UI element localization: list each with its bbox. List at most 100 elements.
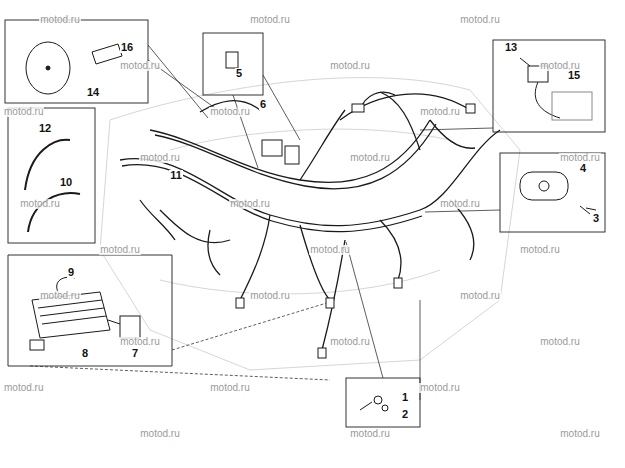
wiring-harness [140, 200, 175, 240]
faint-frame-outline [100, 78, 520, 370]
horn [539, 181, 549, 191]
leader-line [346, 242, 383, 378]
leader-line [30, 45, 500, 400]
callout-number: 11 [169, 170, 183, 181]
watermark: motod.ru [249, 291, 290, 301]
leader-line [420, 128, 493, 130]
callout-number: 2 [401, 409, 409, 420]
wiring-harness [120, 130, 500, 226]
callout-number: 13 [504, 42, 518, 53]
wiring-harness [300, 225, 330, 300]
ground-bolt [360, 402, 372, 410]
wiring-harness [150, 120, 430, 183]
wiring-harness [160, 210, 230, 243]
callout-number: 4 [579, 163, 587, 174]
ground-bolt [360, 396, 388, 411]
watermark: motod.ru [139, 153, 180, 163]
wiring-harness [300, 110, 345, 180]
watermark: motod.ru [99, 245, 140, 255]
cable-tie [25, 140, 80, 232]
connector-plug [520, 58, 592, 120]
callout-number: 9 [67, 267, 75, 278]
watermark: motod.ru [19, 199, 60, 209]
watermark: motod.ru [3, 107, 44, 117]
connector-and-relay [318, 348, 326, 358]
watermark: motod.ru [119, 337, 160, 347]
connector-and-relay [326, 298, 334, 308]
wiring-harness [155, 124, 436, 189]
ground-bolt [374, 396, 382, 404]
callout-number: 16 [120, 42, 134, 53]
watermark: motod.ru [519, 245, 560, 255]
watermark: motod.ru [329, 337, 370, 347]
wiring-harness [360, 92, 395, 110]
connector-plug [535, 82, 560, 118]
callout-number: 3 [592, 213, 600, 224]
watermark: motod.ru [439, 199, 480, 209]
connector-and-relay [285, 146, 299, 164]
leader-line [425, 210, 500, 212]
faint-frame-outline [160, 129, 450, 294]
inset-panel [8, 255, 172, 366]
watermark: motod.ru [39, 291, 80, 301]
watermark: motod.ru [419, 107, 460, 117]
inset-panel [8, 108, 95, 243]
inset-panel [346, 378, 420, 427]
connector-and-relay [236, 298, 244, 308]
callout-number: 10 [59, 177, 73, 188]
watermark: motod.ru [119, 61, 160, 71]
watermark: motod.ru [349, 429, 390, 439]
leader-line [263, 75, 300, 140]
wiring-harness [450, 200, 474, 260]
watermark: motod.ru [559, 153, 600, 163]
horn [520, 172, 596, 214]
ground-bolt [382, 405, 388, 411]
leader-line [30, 366, 330, 380]
watermark: motod.ru [309, 245, 350, 255]
wiring-harness [208, 230, 220, 275]
wiring-harness [240, 215, 270, 300]
watermark: motod.ru [539, 337, 580, 347]
voltage-regulator [30, 340, 44, 350]
speed-sensor [26, 42, 122, 94]
leader-line [172, 302, 330, 350]
speed-sensor [46, 66, 50, 70]
connector-and-relay [226, 52, 238, 68]
wiring-harness [380, 220, 401, 280]
callout-number: 5 [235, 68, 243, 79]
watermark: motod.ru [459, 291, 500, 301]
connector-plug [552, 92, 592, 120]
wiring-harness [120, 92, 500, 350]
speed-sensor [92, 44, 122, 64]
wiring-harness [340, 94, 470, 120]
voltage-regulator [108, 320, 120, 324]
watermark: motod.ru [139, 429, 180, 439]
inset-panel [500, 153, 605, 232]
voltage-regulator [32, 292, 110, 338]
inset-panel [5, 20, 605, 427]
callout-number: 15 [567, 70, 581, 81]
callout-number: 8 [81, 348, 89, 359]
leader-line [148, 45, 208, 118]
watermark: motod.ru [209, 383, 250, 393]
watermark: motod.ru [209, 107, 250, 117]
wiring-harness [322, 240, 345, 350]
connector-and-relay [226, 52, 475, 358]
inset-panel [203, 33, 263, 95]
connector-and-relay [466, 104, 475, 113]
connector-and-relay [394, 278, 402, 288]
callout-number: 6 [259, 99, 267, 110]
watermark: motod.ru [229, 199, 270, 209]
connector-and-relay [262, 140, 282, 156]
voltage-regulator [120, 316, 140, 338]
callout-number: 1 [401, 392, 409, 403]
wiring-harness [122, 165, 422, 232]
wiring-harness [430, 120, 475, 148]
callout-number: 12 [38, 123, 52, 134]
faint-frame-outline [100, 78, 520, 370]
connector-and-relay [352, 104, 364, 112]
watermark: motod.ru [459, 15, 500, 25]
watermark: motod.ru [349, 153, 390, 163]
